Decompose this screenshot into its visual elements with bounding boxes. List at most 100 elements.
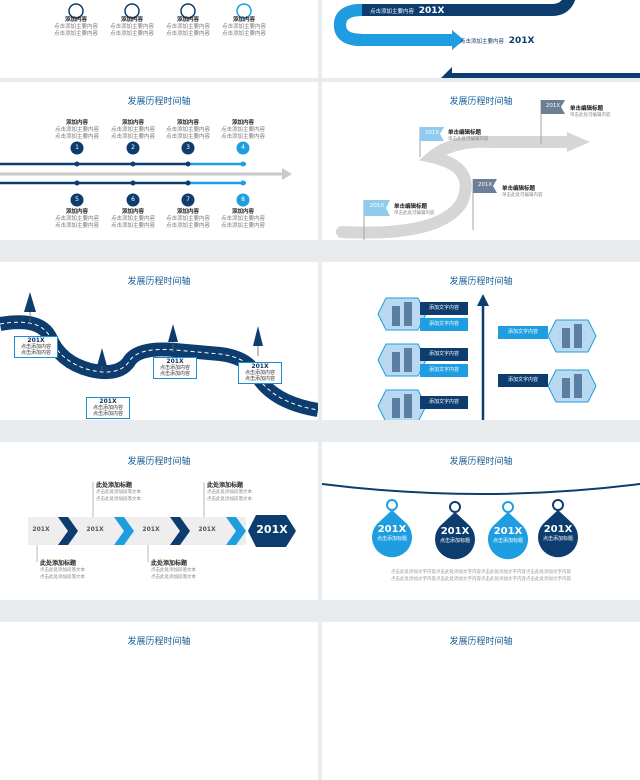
milestone-line: 点击添加内容 xyxy=(20,344,51,350)
item-line: 点击添加主要内容 xyxy=(220,127,265,133)
tag-year: 201X xyxy=(440,526,470,537)
paragraph-line: 点击此处添加文字内容点击此处添加文字内容点击此处添加文字内容点击此处添加文字内容 xyxy=(391,577,571,582)
step-number: 1 xyxy=(75,144,79,151)
flag-year: 201X xyxy=(545,103,561,109)
label-left-2: 添加文字内容 xyxy=(420,318,468,331)
item-line: 点击此处添加段落文本 xyxy=(151,568,196,573)
slide1-item-1: 添加内容 点击添加主要内容 点击添加主要内容 xyxy=(48,16,104,38)
milestone-year: 201X xyxy=(166,358,184,365)
flag-head: 单击编辑标题 xyxy=(448,130,482,136)
slide-2[interactable]: 点击添加主要内容 201X 点击添加主要内容 201X xyxy=(322,0,640,78)
milestone-box-2: 201X 点击添加内容 点击添加内容 xyxy=(86,397,130,419)
slide-10[interactable]: 发展历程时间轴 xyxy=(322,622,640,780)
tag-text: 点击添加标题 xyxy=(492,538,523,544)
slide-5[interactable]: 发展历程时间轴 201X 点击添加内容 点击添加内容 201X 点击添加内容 点… xyxy=(0,262,318,420)
item-line: 点击此处添加段落文本 xyxy=(40,568,85,573)
item-line: 点击添加主要内容 xyxy=(110,127,155,133)
top-item-1: 添加内容 点击添加主要内容 点击添加主要内容 xyxy=(50,119,104,141)
item-line: 点击添加主要内容 xyxy=(110,216,155,222)
row-2: 点击添加主要内容 201X xyxy=(460,36,600,46)
row-year: 201X xyxy=(418,6,445,16)
item-title: 添加内容 xyxy=(65,209,88,215)
slide-title: 发展历程时间轴 xyxy=(449,97,513,107)
item-line: 点击此处添加段落文本 xyxy=(207,497,252,502)
milestone-line: 点击添加内容 xyxy=(159,371,190,377)
slide-6-arrow-hexes xyxy=(377,294,597,420)
slide-1[interactable]: 添加内容 点击添加主要内容 点击添加主要内容 添加内容 点击添加主要内容 点击添… xyxy=(0,0,318,78)
item-line: 点击添加主要内容 xyxy=(165,24,210,30)
slide-4[interactable]: 发展历程时间轴 201X 单击编辑标题 单击此处可编辑内容 201X 单击编辑标… xyxy=(322,82,640,240)
slide-8[interactable]: 发展历程时间轴 201X 点击添加标题 201X 点击添加标题 201X 点击添… xyxy=(322,442,640,600)
top-item-3: 添加内容 点击添加主要内容 点击添加主要内容 xyxy=(161,119,215,141)
bottom-item-5: 添加内容 点击添加主要内容 点击添加主要内容 xyxy=(50,208,104,230)
item-title: 添加内容 xyxy=(120,17,143,23)
tag-2: 201X 点击添加标题 xyxy=(437,526,473,544)
slide-6[interactable]: 发展历程时间轴 添加文字内容 添加文字内容 添加文字内容 添加文字内容 添加文字… xyxy=(322,262,640,420)
slide-7[interactable]: 发展历程时间轴 201X 201X 201X 201X 201X 此处添加标题 … xyxy=(0,442,318,600)
item-head: 此处添加标题 xyxy=(151,560,188,567)
top-item-1: 此处添加标题 点击此处添加段落文本 点击此处添加段落文本 xyxy=(96,480,176,503)
label-right-1: 添加文字内容 xyxy=(498,326,548,339)
milestone-box-3: 201X 点击添加内容 点击添加内容 xyxy=(153,357,197,379)
item-head: 此处添加标题 xyxy=(207,482,244,489)
slide-8-hanging-tags xyxy=(322,483,640,560)
bottom-item-6: 添加内容 点击添加主要内容 点击添加主要内容 xyxy=(106,208,160,230)
item-line: 点击添加主要内容 xyxy=(165,134,210,140)
flag-4-text: 单击编辑标题 单击此处可编辑内容 xyxy=(570,104,630,118)
item-line: 点击添加主要内容 xyxy=(109,24,154,30)
row-1: 点击添加主要内容 201X xyxy=(370,6,490,16)
slide-title: 发展历程时间轴 xyxy=(127,97,191,107)
tag-year: 201X xyxy=(493,526,523,537)
slide-4-road-flags xyxy=(336,100,590,240)
item-line: 点击添加主要内容 xyxy=(165,127,210,133)
item-line: 点击此处添加段落文本 xyxy=(96,490,141,495)
flag-head: 单击编辑标题 xyxy=(502,186,536,192)
bottom-item-7: 添加内容 点击添加主要内容 点击添加主要内容 xyxy=(161,208,215,230)
chevron-year: 201X xyxy=(198,526,216,533)
slide-title: 发展历程时间轴 xyxy=(127,457,191,467)
tag-text: 点击添加标题 xyxy=(542,536,573,542)
item-line: 点击添加主要内容 xyxy=(165,31,210,37)
item-line: 点击添加主要内容 xyxy=(165,216,210,222)
item-line: 点击此处添加段落文本 xyxy=(40,575,85,580)
item-title: 添加内容 xyxy=(231,120,254,126)
slide-title: 发展历程时间轴 xyxy=(449,457,513,467)
item-line: 点击添加主要内容 xyxy=(109,31,154,37)
item-line: 点击添加主要内容 xyxy=(54,127,99,133)
slide-9[interactable]: 发展历程时间轴 xyxy=(0,622,318,780)
flag-1-text: 单击编辑标题 单击此处可编辑内容 xyxy=(394,202,454,216)
item-line: 点击此处添加段落文本 xyxy=(151,575,196,580)
milestone-year: 201X xyxy=(27,337,45,344)
item-line: 点击添加主要内容 xyxy=(221,31,266,37)
milestone-year: 201X xyxy=(99,398,117,405)
top-item-2: 此处添加标题 点击此处添加段落文本 点击此处添加段落文本 xyxy=(207,480,287,503)
item-title: 添加内容 xyxy=(232,17,255,23)
item-title: 添加内容 xyxy=(176,120,199,126)
tag-year: 201X xyxy=(543,524,573,535)
slide-3[interactable]: 发展历程时间轴 1 2 3 4 5 6 7 8 添加内容 点击添加主要内容 点击… xyxy=(0,82,318,240)
milestone-line: 点击添加内容 xyxy=(20,350,51,356)
label-left-1: 添加文字内容 xyxy=(420,302,468,315)
bottom-item-2: 此处添加标题 点击此处添加段落文本 点击此处添加段落文本 xyxy=(151,558,231,581)
step-number: 5 xyxy=(75,196,79,203)
flag-sub: 单击此处可编辑内容 xyxy=(394,211,435,216)
item-line: 点击此处添加段落文本 xyxy=(207,490,252,495)
slide-1-circles xyxy=(68,3,252,19)
item-line: 点击此处添加段落文本 xyxy=(96,497,141,502)
flag-sub: 单击此处可编辑内容 xyxy=(570,113,611,118)
flag-year: 201X xyxy=(424,130,440,136)
slide-3-timeline xyxy=(0,141,292,207)
item-line: 点击添加主要内容 xyxy=(53,24,98,30)
item-title: 添加内容 xyxy=(176,17,199,23)
step-number: 2 xyxy=(131,144,135,151)
item-head: 此处添加标题 xyxy=(40,560,77,567)
slide-2-arrows xyxy=(333,0,640,78)
milestone-line: 点击添加内容 xyxy=(244,376,275,382)
paragraph: 点击此处添加文字内容点击此处添加文字内容点击此处添加文字内容点击此处添加文字内容… xyxy=(352,569,610,583)
row-text: 点击添加主要内容 xyxy=(370,9,415,15)
item-line: 点击添加主要内容 xyxy=(220,216,265,222)
flag-sub: 单击此处可编辑内容 xyxy=(448,137,489,142)
step-number: 8 xyxy=(241,196,245,203)
item-line: 点击添加主要内容 xyxy=(54,216,99,222)
tag-3: 201X 点击添加标题 xyxy=(490,526,526,544)
